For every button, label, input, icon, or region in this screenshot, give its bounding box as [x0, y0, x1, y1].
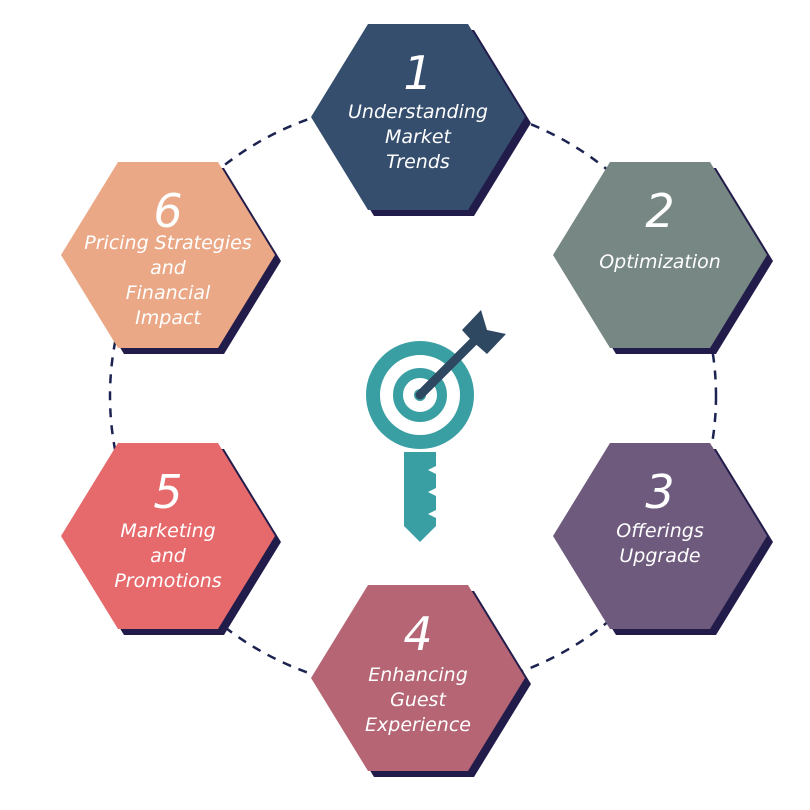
step-number: 5: [153, 465, 182, 519]
hexagon-shape: [553, 162, 767, 348]
step-label-line: Impact: [135, 307, 202, 329]
step-label-line: Experience: [365, 714, 471, 736]
step-label-line: Promotions: [114, 570, 221, 592]
hexagon-shape: [311, 24, 525, 210]
step-number: 4: [403, 607, 432, 661]
step-label-line: Enhancing: [368, 664, 468, 686]
hexagon-shape: [61, 443, 275, 629]
step-label-line: Market: [385, 126, 453, 148]
step-label-line: Marketing: [120, 520, 215, 542]
step-label-line: Upgrade: [619, 545, 700, 567]
step-label-line: Guest: [390, 689, 447, 711]
step-number: 3: [645, 465, 674, 519]
step-label-line: Offerings: [616, 520, 704, 542]
step-label-line: Pricing Strategies: [84, 232, 252, 254]
step-label-line: Optimization: [599, 251, 721, 273]
hexagon-shape: [61, 162, 275, 348]
hexagon-shape: [553, 443, 767, 629]
step-label-line: Understanding: [348, 101, 488, 123]
step-label-line: Trends: [386, 151, 450, 173]
hexagon-shape: [311, 585, 525, 771]
step-label-line: Financial: [126, 282, 211, 304]
step-label-line: and: [150, 545, 187, 567]
step-number: 1: [403, 46, 432, 100]
step-number: 2: [645, 184, 674, 238]
step-label-line: and: [150, 257, 187, 279]
step-number: 6: [153, 184, 182, 238]
dashed-ring: [108, 99, 718, 693]
key-target-arrow-icon: [366, 310, 506, 542]
